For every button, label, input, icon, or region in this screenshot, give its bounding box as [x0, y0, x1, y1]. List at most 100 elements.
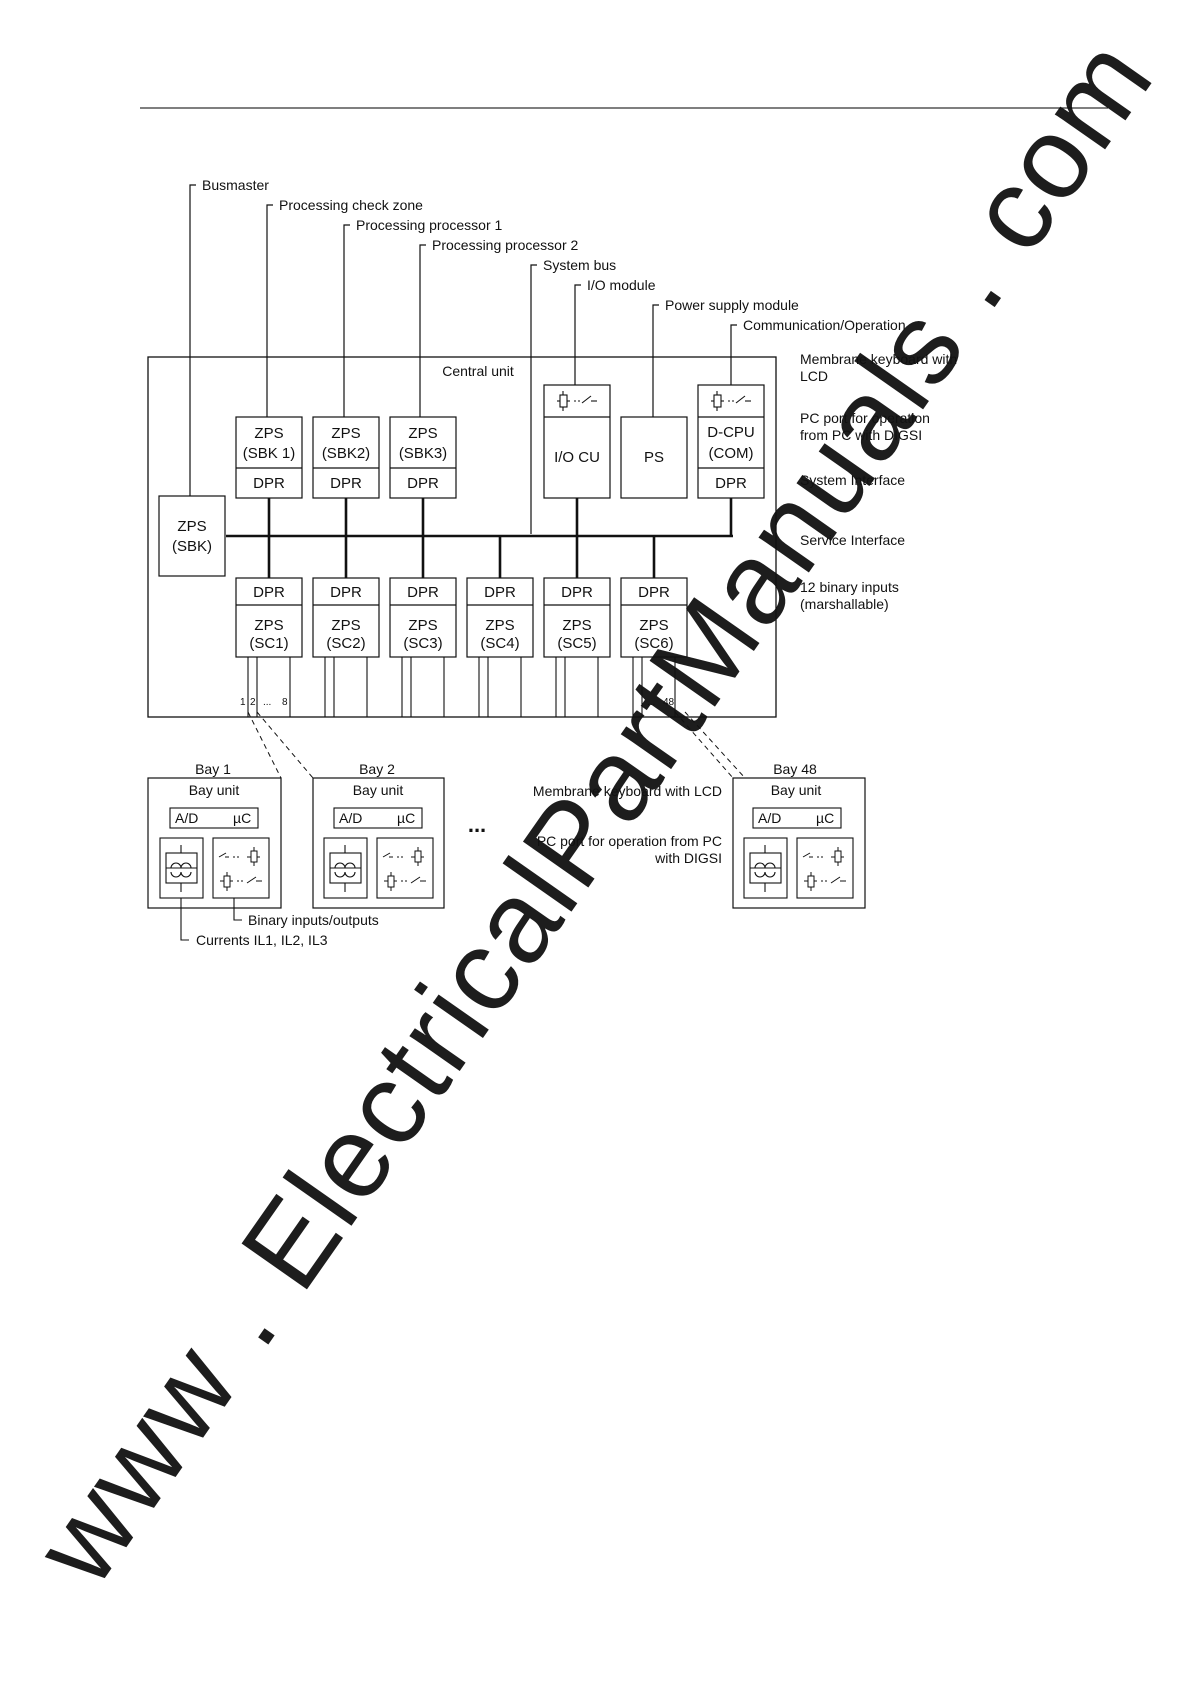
dcpu-dpr: DPR — [715, 475, 747, 492]
bay-48-title: Bay 48 — [773, 761, 817, 777]
zps-sc5-dpr: DPR — [561, 584, 593, 601]
port-label-dots-2: ... — [647, 697, 655, 708]
zps-sbk3-dpr: DPR — [407, 475, 439, 492]
label-pc-port-1: PC port for operation — [800, 410, 930, 426]
bay-note-pc-port-1: PC port for operation from PC — [537, 833, 722, 849]
relay-contact-icon — [711, 391, 751, 411]
label-membrane-keyboard-1: Membrane keyboard with — [800, 351, 957, 367]
zps-sc1-dpr: DPR — [253, 584, 285, 601]
zps-sc1-box: DPR ZPS (SC1) — [235, 577, 303, 658]
relay-contact-pair-icon — [802, 847, 846, 891]
sc-boxes: DPR ZPS (SC1) DPR ZPS (SC2) DPR ZPS (SC3… — [235, 577, 688, 658]
zps-sc5-line1: ZPS — [562, 617, 591, 634]
port-label-8: 8 — [282, 697, 288, 708]
dcpu-line1: D-CPU — [707, 424, 755, 441]
zps-sc4-line2: (SC4) — [480, 635, 519, 652]
bay-48-unit: Bay 48 Bay unit A/D µC — [732, 761, 866, 909]
central-unit-frame — [147, 356, 777, 718]
bay-1-ad: A/D — [175, 810, 198, 826]
zps-sc6-line1: ZPS — [639, 617, 668, 634]
callout-power-supply-module: Power supply module — [665, 297, 799, 313]
bay-2-uc: µC — [397, 810, 415, 826]
zps-sc2-dpr: DPR — [330, 584, 362, 601]
callout-binary-io: Binary inputs/outputs — [248, 912, 379, 928]
zps-sc1-line2: (SC1) — [249, 635, 288, 652]
bay-1-uc: µC — [233, 810, 251, 826]
bay-dashed-connectors — [247, 711, 746, 779]
bay-note-membrane: Membrane keyboard with LCD — [533, 783, 722, 799]
zps-sc2-line1: ZPS — [331, 617, 360, 634]
zps-sbk3-line1: ZPS — [408, 425, 437, 442]
ps-box: PS — [620, 416, 688, 499]
zps-sbk1-line2: (SBK 1) — [243, 445, 296, 462]
bay-1-title: Bay 1 — [195, 761, 231, 777]
zps-sc3-box: DPR ZPS (SC3) — [389, 577, 457, 658]
label-binary-inputs-2: (marshallable) — [800, 596, 889, 612]
bay-2-unit: Bay 2 Bay unit A/D µC — [312, 761, 445, 909]
zps-sbk3-line2: (SBK3) — [399, 445, 447, 462]
bay-1-callout-leaders — [180, 898, 242, 941]
port-label-dots: ... — [263, 697, 271, 708]
label-membrane-keyboard-2: LCD — [800, 368, 828, 384]
zps-sc3-line2: (SC3) — [403, 635, 442, 652]
zps-sc4-box: DPR ZPS (SC4) — [466, 577, 534, 658]
zps-sbk2-line1: ZPS — [331, 425, 360, 442]
bay-2-title: Bay 2 — [359, 761, 395, 777]
current-transformer-icon — [329, 845, 362, 892]
callout-currents: Currents IL1, IL2, IL3 — [196, 932, 328, 948]
central-unit-title: Central unit — [442, 363, 514, 379]
port-label-2: 2 — [250, 697, 256, 708]
bay-port-lines — [247, 657, 676, 717]
dcpu-line2: (COM) — [709, 445, 754, 462]
ps-label: PS — [644, 449, 664, 466]
bay-48-unit-label: Bay unit — [771, 782, 822, 798]
zps-sbk2-line2: (SBK2) — [322, 445, 370, 462]
relay-contact-icon — [557, 391, 597, 411]
zps-sc3-line1: ZPS — [408, 617, 437, 634]
zps-sc6-line2: (SC6) — [634, 635, 673, 652]
zps-sbk-line2: (SBK) — [172, 538, 212, 555]
zps-sbk1-dpr: DPR — [253, 475, 285, 492]
zps-sc4-dpr: DPR — [484, 584, 516, 601]
label-system-interface: System Interface — [800, 472, 905, 488]
callout-io-module: I/O module — [587, 277, 656, 293]
io-cu-label: I/O CU — [554, 449, 600, 466]
bay-48-ad: A/D — [758, 810, 781, 826]
bay-1-unit: Bay 1 Bay unit A/D µC — [147, 761, 282, 909]
current-transformer-icon — [165, 845, 198, 892]
callout-processing-processor-1: Processing processor 1 — [356, 217, 503, 233]
bay-1-unit-label: Bay unit — [189, 782, 240, 798]
callout-leaders — [189, 184, 737, 534]
zps-sbk2-box: ZPS (SBK2) DPR — [312, 416, 380, 499]
bays-ellipsis: ... — [468, 812, 486, 837]
relay-contact-pair-icon — [218, 847, 262, 891]
callout-processing-check-zone: Processing check zone — [279, 197, 423, 213]
zps-sbk-line1: ZPS — [177, 518, 206, 535]
zps-sc6-box: DPR ZPS (SC6) — [620, 577, 688, 658]
bay-2-unit-label: Bay unit — [353, 782, 404, 798]
port-label-48: 48 — [663, 697, 675, 708]
zps-sbk1-box: ZPS (SBK 1) DPR — [235, 416, 303, 499]
zps-sbk1-line1: ZPS — [254, 425, 283, 442]
zps-sc6-dpr: DPR — [638, 584, 670, 601]
label-binary-inputs-1: 12 binary inputs — [800, 579, 899, 595]
bay-note-pc-port-2: with DIGSI — [654, 850, 722, 866]
bay-2-ad: A/D — [339, 810, 362, 826]
bay-48-uc: µC — [816, 810, 834, 826]
zps-sc3-dpr: DPR — [407, 584, 439, 601]
zps-sbk3-box: ZPS (SBK3) DPR — [389, 416, 457, 499]
relay-contact-pair-icon — [382, 847, 426, 891]
zps-sc5-line2: (SC5) — [557, 635, 596, 652]
callout-communication-operation: Communication/Operation — [743, 317, 906, 333]
port-label-1: 1 — [240, 697, 246, 708]
zps-sc5-box: DPR ZPS (SC5) — [543, 577, 611, 658]
current-transformer-icon — [749, 845, 782, 892]
label-pc-port-2: from PC with DIGSI — [800, 427, 922, 443]
callout-system-bus: System bus — [543, 257, 616, 273]
dcpu-box: D-CPU (COM) DPR — [697, 384, 765, 499]
zps-sc2-box: DPR ZPS (SC2) — [312, 577, 380, 658]
callout-busmaster: Busmaster — [202, 177, 269, 193]
callout-processing-processor-2: Processing processor 2 — [432, 237, 579, 253]
io-cu-box: I/O CU — [543, 384, 611, 499]
